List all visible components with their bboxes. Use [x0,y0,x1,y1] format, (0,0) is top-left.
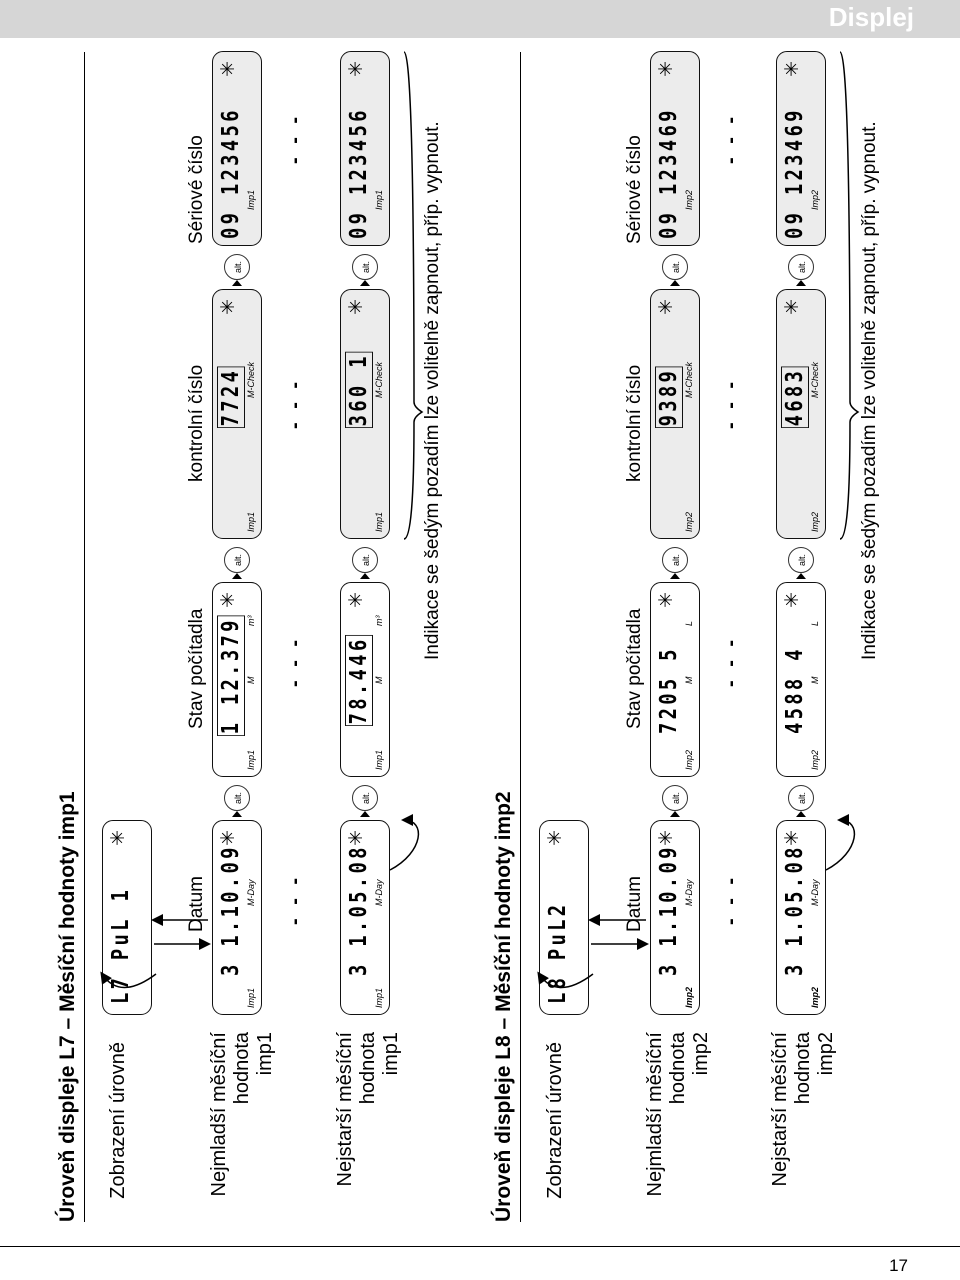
header-title: Displej [828,2,914,32]
navigation-arrows [100,51,860,989]
page-header: Displej [0,0,960,38]
footer-rule [0,1246,960,1247]
rotated-content: Úroveň displeje L7 – Měsíční hodnoty imp… [44,51,924,1222]
page-number: 17 [889,1256,908,1275]
